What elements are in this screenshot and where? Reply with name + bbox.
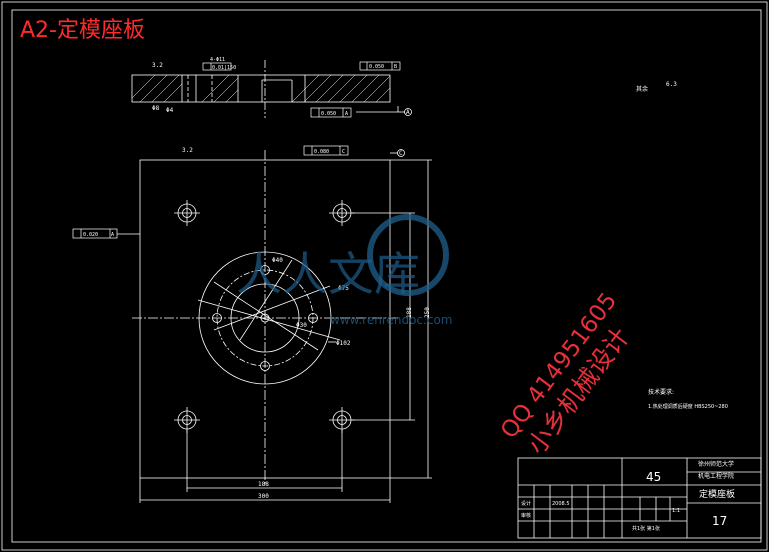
notes-line1: 1.热处理调质后硬度 HBS250~280 — [648, 403, 728, 410]
dim-top-small: Φ4 — [166, 107, 174, 114]
dim-height-holes: 188 — [406, 307, 413, 318]
tb-part-name: 定模座板 — [699, 488, 735, 500]
tb-material: 45 — [646, 470, 661, 484]
ring-inner — [230, 283, 300, 353]
dim-width-total: 300 — [258, 493, 269, 500]
dim-top-left: Φ8 — [152, 105, 160, 112]
section-outline — [131, 74, 391, 103]
fcf-plan-side-value: 0.020 — [83, 232, 98, 238]
roughness-overall: 6.3 — [666, 81, 677, 88]
corner-holes — [174, 200, 355, 433]
roughness-plan-label: 3.2 — [182, 147, 193, 154]
title-block — [517, 457, 762, 539]
datum-c-label: C — [399, 150, 403, 157]
fcf-plan-top-datum: C — [342, 149, 345, 155]
ring-pitch — [216, 269, 314, 367]
tb-date: 2008.5 — [552, 501, 570, 507]
dim-width-holes: 188 — [258, 481, 269, 488]
fcf-section-runout-datum: A — [345, 111, 348, 117]
dim-pitch-label: Φ40 — [272, 257, 283, 264]
dim-ring-mid-label: Φ75 — [338, 285, 349, 292]
fcf-top-right-value: 0.050 — [369, 64, 384, 70]
fcf-top-left-value: 0.01|150 — [212, 65, 236, 71]
inner-border — [11, 9, 762, 543]
section-hatch — [131, 74, 391, 103]
fcf-top-left — [202, 62, 232, 71]
roughness-note-label: 其余 — [636, 85, 648, 93]
dim-locating-label: Φ30 — [296, 322, 307, 329]
fcf-section-runout — [310, 107, 352, 118]
hole-callout-label: 4-Φ11 — [210, 57, 225, 63]
tb-checker: 审核 — [521, 512, 531, 519]
roughness-top-label: 3.2 — [152, 62, 163, 69]
page-title: A2-定模座板 — [20, 18, 145, 43]
ring-outer — [198, 251, 332, 385]
fcf-plan-side — [72, 228, 118, 239]
datum-a-label: A — [406, 109, 410, 116]
fcf-plan-side-datum: A — [111, 232, 114, 238]
dim-ring-outer-label: Φ102 — [336, 340, 351, 347]
tb-dept: 机电工程学院 — [698, 472, 734, 480]
plan-view — [117, 149, 432, 503]
tb-school: 徐州师范大学 — [698, 460, 734, 468]
brand-watermark: 人人文库 www.renrendoc.com — [236, 214, 452, 327]
brand-watermark-text: 人人文库 — [236, 247, 420, 301]
fcf-top-right — [359, 61, 401, 71]
fcf-top-right-datum: B — [394, 64, 397, 70]
dim-height-total: 250 — [424, 307, 431, 318]
tb-scale: 1:1 — [672, 508, 680, 514]
fcf-section-runout-value: 0.050 — [321, 111, 336, 117]
brand-watermark-url: www.renrendoc.com — [330, 313, 452, 327]
fcf-plan-top — [303, 145, 349, 156]
notes-heading: 技术要求: — [648, 388, 674, 396]
tb-sheet: 共1张 第1张 — [632, 525, 660, 532]
section-view — [131, 60, 412, 118]
fcf-plan-top-value: 0.080 — [314, 149, 329, 155]
tb-designer: 设计 — [521, 500, 531, 507]
tb-drawing-no: 17 — [712, 514, 727, 528]
